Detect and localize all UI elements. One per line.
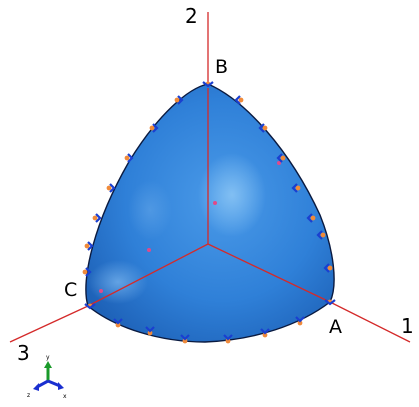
interior-node [277,161,281,165]
triad-z-arrow [33,383,39,391]
vertex-label-c: C [64,279,77,301]
octant-shell[interactable] [85,83,335,343]
axis-1-label: 1 [401,314,414,338]
constraint-chevron [223,334,233,341]
constraint-chevron [113,318,123,325]
edge-node [174,97,180,103]
surface-highlight-upper [198,153,266,237]
constraint-chevron [180,334,190,341]
constraint-chevron [316,230,323,240]
constraint-chevron [109,183,116,193]
edge-node [115,322,121,328]
edge-node [182,338,188,344]
axis-3-label: 3 [17,341,30,365]
constraint-chevron [306,213,313,223]
triad-x-label: x [63,393,67,400]
edge-node [262,332,268,338]
constraint-chevron [84,303,96,310]
edge-node [238,97,244,103]
axis-lines-front [87,88,331,307]
axis-3-line-outer [9,305,89,343]
constraint-chevron [127,153,134,163]
constraint-chevron [295,316,305,323]
edge-node [84,243,90,249]
triad-y-label: y [46,354,50,361]
constraint-chevron [260,328,270,335]
view-triad: y x z [27,354,67,400]
axis-1-inner [207,243,331,303]
surface-highlight-left [128,180,172,240]
edge-node [147,330,153,336]
constraint-chevron [234,95,241,105]
axis-lines-back [9,12,411,343]
interior-node [213,201,217,205]
edge-node [82,269,88,275]
surface-highlight-lower [88,260,148,304]
edge-node [280,155,286,161]
constraint-chevron [145,326,155,333]
constraint-chevron [177,95,184,105]
edge-node [106,185,112,191]
interior-nodes [99,161,281,293]
edge-node [149,125,155,131]
edge-node [295,185,301,191]
vertex-label-b: B [215,56,228,78]
edge-node [124,155,130,161]
vertex-label-a: A [329,316,342,338]
constraint-chevron [202,81,214,88]
axis-1-line-outer [329,301,411,343]
edge-node [262,125,268,131]
constraint-chevron [87,241,94,251]
axis-2-label: 2 [185,4,198,28]
interior-node [147,248,151,252]
constraint-chevron [291,183,298,193]
constraint-chevron [276,153,283,163]
edge-node [327,265,333,271]
constraint-chevron [95,213,102,223]
constraint-chevron [152,123,159,133]
triad-y-arrow [44,361,52,368]
triad-z-label: z [27,392,30,399]
constraint-chevron [85,267,92,277]
boundary-condition-markers [82,81,336,344]
constraint-chevron [258,123,265,133]
triad-x-arrow [58,382,64,390]
constraint-chevron [323,263,330,273]
edge-node [310,215,316,221]
constraint-chevron [324,299,336,306]
edge-node [297,320,303,326]
axis-3-inner [87,243,209,307]
interior-node [99,289,103,293]
edge-node [320,232,326,238]
edge-node [225,338,231,344]
edge-node [92,215,98,221]
